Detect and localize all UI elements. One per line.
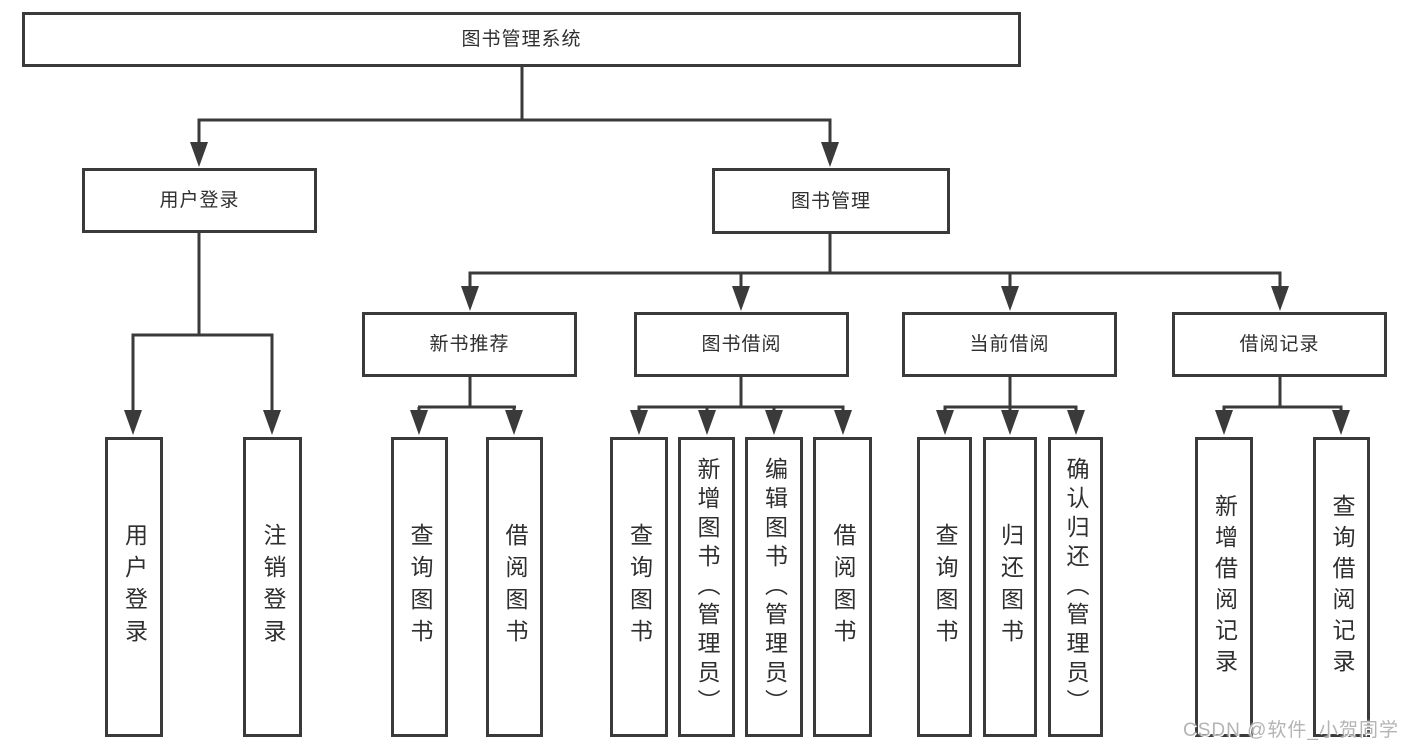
- node-label: 图书管理系统: [461, 29, 582, 50]
- node-label: 归还图书: [997, 523, 1024, 651]
- connector-book-management: [461, 234, 1289, 311]
- node-label: 查询借阅记录: [1329, 494, 1355, 680]
- connector-new-book-recommend: [410, 377, 523, 435]
- connector-book-borrow: [630, 377, 852, 435]
- leaf-logout: 注销登录: [243, 437, 302, 737]
- node-label: 图书管理: [790, 190, 871, 212]
- connector-borrow-records: [1215, 377, 1350, 435]
- node-book-management: 图书管理: [712, 168, 950, 234]
- connector-root: [190, 66, 839, 167]
- node-library-management-system: 图书管理系统: [22, 12, 1021, 67]
- leaf-user-login: 用户登录: [105, 437, 163, 737]
- node-label: 用户登录: [121, 523, 148, 651]
- csdn-watermark: CSDN @软件_小贺同学: [1183, 720, 1399, 741]
- leaf-edit-books-admin: 编辑图书（管理员）: [745, 437, 803, 737]
- leaf-borrow-books-recommend: 借阅图书: [486, 437, 543, 737]
- node-label: 新增借阅记录: [1211, 494, 1238, 680]
- node-label: 新书推荐: [429, 334, 510, 355]
- node-label: 图书借阅: [701, 334, 782, 355]
- node-label: 查询图书: [932, 523, 958, 651]
- connector-current-borrow: [936, 377, 1085, 435]
- node-label: 当前借阅: [969, 334, 1050, 355]
- node-label: 借阅记录: [1239, 334, 1320, 355]
- node-label: 借阅图书: [502, 523, 528, 651]
- node-label: 注销登录: [260, 523, 286, 651]
- leaf-query-books-recommend: 查询图书: [391, 437, 448, 737]
- node-label: 用户登录: [159, 190, 240, 211]
- leaf-confirm-return-admin: 确认归还（管理员）: [1048, 437, 1103, 737]
- node-new-book-recommend: 新书推荐: [362, 312, 577, 377]
- leaf-return-books: 归还图书: [983, 437, 1037, 737]
- node-label: 新增图书（管理员）: [694, 456, 720, 718]
- node-label: 借阅图书: [830, 523, 856, 651]
- node-label: 查询图书: [626, 523, 653, 651]
- leaf-query-borrow-record: 查询借阅记录: [1313, 437, 1370, 737]
- node-label: 编辑图书（管理员）: [761, 456, 788, 718]
- node-user-login: 用户登录: [82, 168, 317, 233]
- leaf-borrow-books: 借阅图书: [813, 437, 872, 737]
- leaf-add-borrow-record: 新增借阅记录: [1195, 437, 1253, 737]
- node-label: 查询图书: [407, 523, 433, 651]
- leaf-add-books-admin: 新增图书（管理员）: [678, 437, 735, 737]
- node-borrow-records: 借阅记录: [1172, 312, 1387, 377]
- leaf-query-books-current: 查询图书: [917, 437, 972, 737]
- node-label: 确认归还（管理员）: [1063, 456, 1089, 718]
- node-current-borrow: 当前借阅: [902, 312, 1117, 377]
- connector-user-login: [124, 233, 281, 435]
- leaf-query-books-borrow: 查询图书: [610, 437, 668, 737]
- node-book-borrow: 图书借阅: [634, 312, 849, 377]
